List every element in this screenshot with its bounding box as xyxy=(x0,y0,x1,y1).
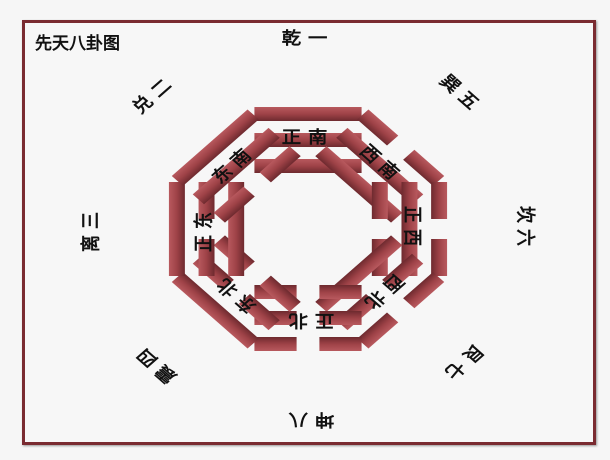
yang-line xyxy=(192,127,280,205)
yin-line-segment xyxy=(319,311,362,325)
trigram-name-label: 离三 xyxy=(79,206,102,252)
yin-line-segment xyxy=(431,182,448,219)
yang-line xyxy=(171,109,259,186)
trigram-name-label: 兑二 xyxy=(128,71,182,118)
yang-line xyxy=(254,133,362,147)
yin-line-segment xyxy=(357,109,399,146)
trigram-2: 坎六 正西 xyxy=(371,182,537,276)
trigram-6: 离三 正东 xyxy=(79,182,245,276)
trigram-direction-label: 正北 xyxy=(282,310,334,330)
trigram-name-label: 震四 xyxy=(128,340,181,386)
yang-line xyxy=(171,272,259,349)
yin-line-segment xyxy=(431,239,448,276)
yang-line xyxy=(168,182,185,276)
yin-line-segment xyxy=(198,239,215,276)
yin-line-segment xyxy=(213,186,255,223)
yin-line-segment xyxy=(259,275,301,312)
trigram-name-label: 乾一 xyxy=(282,28,334,49)
yin-line-segment xyxy=(238,294,280,331)
trigram-direction-label: 正西 xyxy=(401,206,423,252)
trigram-name-label: 巽五 xyxy=(435,71,488,117)
yin-line-segment xyxy=(259,146,301,183)
diagram-title: 先天八卦图 xyxy=(35,34,120,54)
yin-line-segment xyxy=(319,285,362,299)
yin-line-segment xyxy=(357,312,399,349)
yang-line xyxy=(401,182,418,276)
yin-line-segment xyxy=(403,149,445,186)
trigram-name-label: 坤八 xyxy=(282,409,334,430)
trigram-name-label: 坎六 xyxy=(514,206,537,252)
trigram-direction-label: 正南 xyxy=(282,127,334,148)
trigram-name-label: 艮七 xyxy=(435,340,488,386)
yin-line-segment xyxy=(254,337,297,351)
yang-line xyxy=(254,107,362,121)
yin-line-segment xyxy=(371,182,388,219)
yin-line-segment xyxy=(403,272,445,309)
trigram-direction-label: 正东 xyxy=(192,206,215,252)
diagram-frame xyxy=(22,20,596,445)
yin-line-segment xyxy=(319,337,362,351)
yin-line-segment xyxy=(382,253,424,290)
